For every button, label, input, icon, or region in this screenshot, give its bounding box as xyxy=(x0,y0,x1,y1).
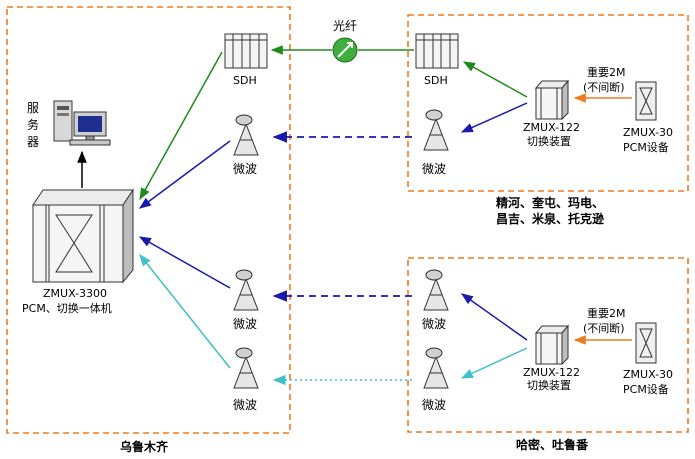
server-label: 服 务 器 xyxy=(27,101,39,149)
zmux3300-label-2: PCM、切换一体机 xyxy=(22,301,112,315)
fiber-icon xyxy=(332,37,358,63)
link-microwave-left-top-to-zmux3300 xyxy=(139,140,231,209)
microwave-left-bot-label: 微波 xyxy=(233,398,257,412)
urumqi-frame xyxy=(6,6,291,434)
server-label-char-2: 务 xyxy=(27,117,39,132)
microwave-left-mid-label: 微波 xyxy=(233,317,257,331)
microwave-left-top-label: 微波 xyxy=(233,162,257,176)
link-zmux122-bot-to-microwave-bot xyxy=(460,347,528,379)
microwave-right-mid-icon xyxy=(423,269,449,311)
zmux30-top-label-2: PCM设备 xyxy=(623,140,669,154)
sites-top-label-2: 昌吉、米泉、托克逊 xyxy=(496,211,604,226)
bottom-sites-frame xyxy=(407,257,689,433)
microwave-right-top-icon xyxy=(423,109,449,151)
microwave-right-mid-label: 微波 xyxy=(422,317,446,331)
microwave-right-bot-label: 微波 xyxy=(422,398,446,412)
link-zmux122-bot-to-microwave-mid xyxy=(461,293,528,341)
microwave-right-bot-icon xyxy=(423,347,449,389)
microwave-left-bot-icon xyxy=(233,347,259,389)
microwave-right-top-label: 微波 xyxy=(422,162,446,176)
zmux122-top-label-1: ZMUX-122 xyxy=(523,121,580,134)
zmux122-top-icon xyxy=(534,79,570,121)
sdh-right-icon xyxy=(415,33,459,69)
sites-bottom-label: 哈密、吐鲁番 xyxy=(516,437,589,452)
zmux30-bot-icon xyxy=(635,322,657,364)
zmux3300-icon xyxy=(32,188,134,284)
server-icon xyxy=(53,100,111,146)
link2m-top-label-2: (不间断) xyxy=(583,80,625,94)
sdh-left-label: SDH xyxy=(233,74,257,87)
zmux30-bot-label-2: PCM设备 xyxy=(623,382,669,396)
link2m-top-label-1: 重要2M xyxy=(587,65,626,79)
link-sdh-left-to-zmux3300 xyxy=(139,51,223,201)
zmux122-bot-label-1: ZMUX-122 xyxy=(523,366,580,379)
sites-top-label-1: 精河、奎屯、玛电、 xyxy=(496,195,604,210)
server-label-char-3: 器 xyxy=(27,135,39,149)
urumqi-label: 乌鲁木齐 xyxy=(120,439,169,454)
zmux3300-label-1: ZMUX-3300 xyxy=(43,287,107,300)
link2m-bot-label-2: (不间断) xyxy=(583,321,625,335)
link-microwave-left-mid-to-zmux3300 xyxy=(138,236,231,289)
sdh-left-icon xyxy=(224,33,268,69)
zmux30-top-label-1: ZMUX-30 xyxy=(623,126,673,139)
zmux30-top-icon xyxy=(635,81,657,121)
fiber-label: 光纤 xyxy=(333,19,357,33)
link2m-bot-label-1: 重要2M xyxy=(587,306,626,320)
sdh-right-label: SDH xyxy=(424,74,448,87)
zmux30-bot-label-1: ZMUX-30 xyxy=(623,368,673,381)
zmux122-top-label-2: 切换装置 xyxy=(527,134,571,148)
link-zmux122-top-to-sdh-right xyxy=(462,61,528,98)
top-sites-frame xyxy=(407,14,689,192)
zmux122-bot-icon xyxy=(534,324,570,366)
zmux122-bot-label-2: 切换装置 xyxy=(527,378,571,392)
server-label-char-1: 服 xyxy=(27,101,39,115)
link-microwave-left-bot-to-zmux3300 xyxy=(139,254,231,369)
microwave-left-top-icon xyxy=(233,114,259,156)
microwave-left-mid-icon xyxy=(233,269,259,311)
link-zmux122-top-to-microwave xyxy=(460,102,528,133)
